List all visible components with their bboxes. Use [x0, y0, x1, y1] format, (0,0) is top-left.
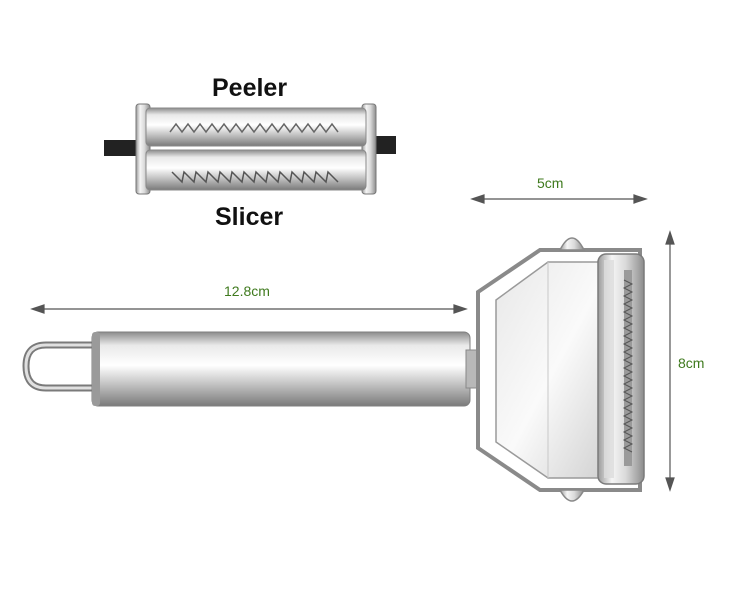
width-arrow-left-head	[470, 194, 485, 204]
length-dimension-label: 12.8cm	[224, 283, 270, 299]
height-arrow-bottom-head	[665, 477, 675, 492]
width-arrow-right-head	[633, 194, 648, 204]
width-dimension-label: 5cm	[537, 175, 564, 191]
blade-closeup-peeler-blade	[145, 107, 367, 147]
hanging-loop	[22, 341, 96, 392]
head-frame	[476, 248, 642, 492]
blade-edge	[624, 270, 632, 466]
handle	[91, 331, 471, 407]
length-arrow-left-head	[30, 304, 45, 314]
peeler-label: Peeler	[212, 74, 288, 102]
height-arrow-top-head	[665, 230, 675, 245]
slicer-label: Slicer	[215, 203, 284, 231]
handle-end-cap	[92, 332, 100, 406]
blade-closeup	[104, 103, 396, 195]
blade-closeup-left-pin	[104, 140, 144, 156]
length-arrow-right-head	[453, 304, 468, 314]
head-top-tab	[558, 237, 586, 251]
height-dimension-label: 8cm	[678, 355, 705, 371]
peeler-tool	[22, 237, 645, 502]
dimension-arrows	[30, 194, 675, 492]
head-plate	[495, 261, 613, 479]
blade-closeup-slicer-blade	[145, 149, 367, 191]
blade-highlight	[604, 260, 614, 478]
blade-serration	[622, 279, 634, 453]
blade-closeup-julienne-teeth	[171, 170, 339, 184]
head-bottom-tab	[558, 489, 586, 502]
hanging-loop-highlight	[24, 343, 96, 390]
blade-closeup-serration	[169, 122, 339, 134]
